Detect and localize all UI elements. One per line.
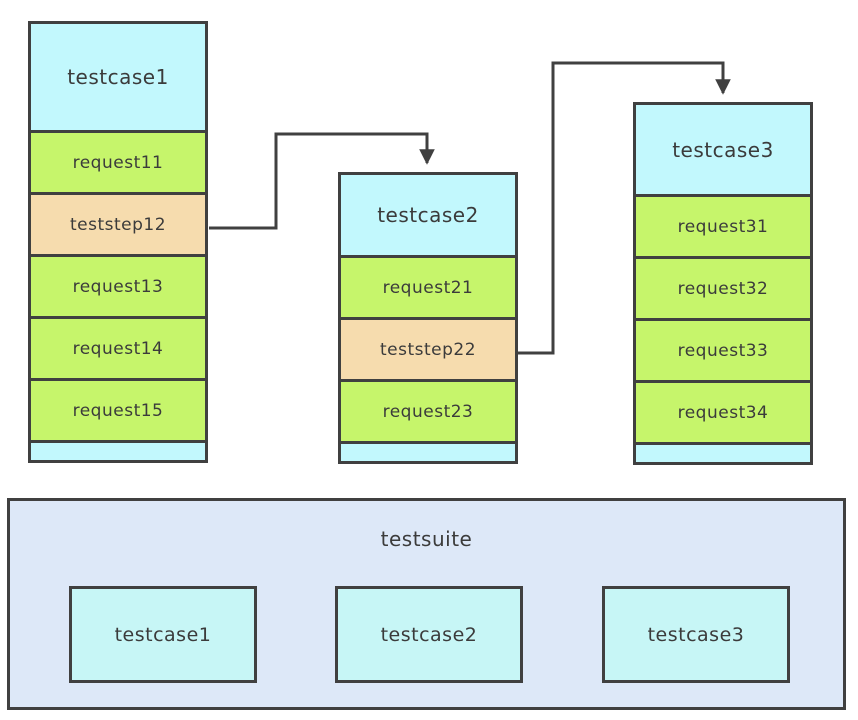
request15-row: request15: [31, 381, 205, 443]
testcase1-footer-strip: [31, 443, 205, 460]
testsuite-box: testsuite testcase1 testcase2 testcase3: [7, 498, 846, 710]
request14-row: request14: [31, 319, 205, 381]
testcase3-box: testcase3 request31 request32 request33 …: [633, 102, 813, 465]
testcase3-footer-strip: [636, 445, 810, 462]
teststep22-row: teststep22: [341, 320, 515, 382]
testcase3-title: testcase3: [636, 105, 810, 197]
suite-member-testcase1: testcase1: [69, 586, 257, 683]
request31-row: request31: [636, 197, 810, 259]
teststep12-row: teststep12: [31, 195, 205, 257]
request34-row: request34: [636, 383, 810, 445]
testcase1-title: testcase1: [31, 24, 205, 133]
request33-row: request33: [636, 321, 810, 383]
request21-row: request21: [341, 258, 515, 320]
testcase2-footer-strip: [341, 444, 515, 461]
request32-row: request32: [636, 259, 810, 321]
suite-member-testcase2: testcase2: [335, 586, 523, 683]
testsuite-title: testsuite: [380, 527, 473, 551]
testcase2-box: testcase2 request21 teststep22 request23: [338, 172, 518, 464]
testcase2-title: testcase2: [341, 175, 515, 258]
testcase1-box: testcase1 request11 teststep12 request13…: [28, 21, 208, 463]
request11-row: request11: [31, 133, 205, 195]
request23-row: request23: [341, 382, 515, 444]
request13-row: request13: [31, 257, 205, 319]
suite-member-testcase3: testcase3: [602, 586, 790, 683]
